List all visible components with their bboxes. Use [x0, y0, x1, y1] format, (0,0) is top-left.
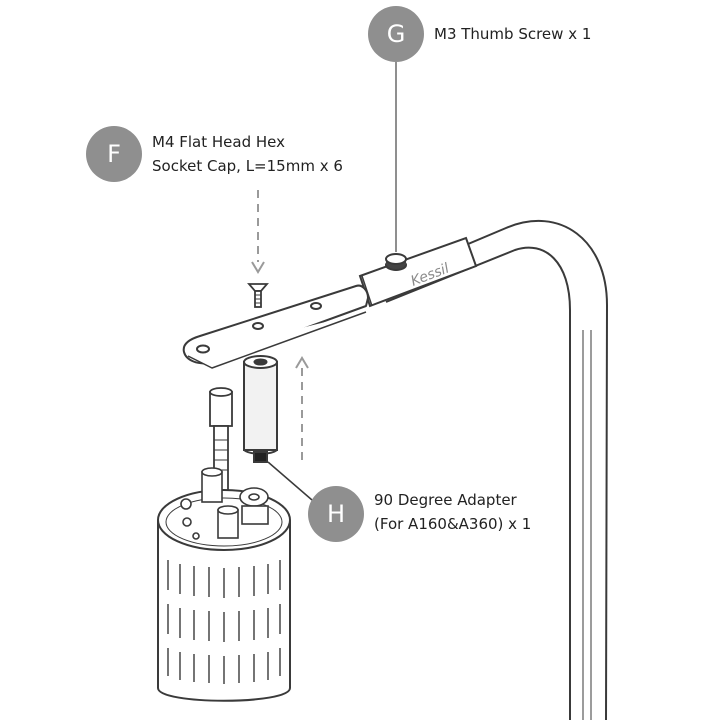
badge-letter-g: G: [386, 20, 406, 48]
arm-inner-edge: [385, 246, 571, 720]
callout-badge-f: F: [86, 126, 142, 182]
lamp-top-fittings: [180, 467, 269, 540]
callout-badge-g: G: [368, 6, 424, 62]
label-f-line2: Socket Cap, L=15mm x 6: [152, 157, 343, 175]
leader-line-h: [267, 461, 313, 501]
badge-letter-h: H: [326, 500, 346, 528]
lamp-body: [157, 467, 291, 702]
thumb-screw-part: [385, 253, 407, 271]
bracket-hole-1: [196, 344, 210, 354]
gooseneck-arm: [377, 219, 608, 720]
label-h-line1: 90 Degree Adapter: [374, 491, 517, 509]
callout-label-f: M4 Flat Head Hex Socket Cap, L=15mm x 6: [152, 130, 343, 178]
callout-label-h: 90 Degree Adapter (For A160&A360) x 1: [374, 488, 531, 536]
bracket-hole-3: [310, 302, 322, 310]
bracket-hole-2: [252, 322, 264, 330]
label-f-line1: M4 Flat Head Hex: [152, 133, 286, 151]
dashed-arrow-f: [251, 190, 265, 274]
adapter-part: [243, 355, 278, 463]
label-g-line1: M3 Thumb Screw x 1: [434, 25, 592, 43]
label-h-line2: (For A160&A360) x 1: [374, 515, 532, 533]
flat-head-screw-part: [247, 283, 269, 308]
callout-badge-h: H: [308, 486, 364, 542]
lamp-vent-slots: [167, 560, 281, 684]
badge-letter-f: F: [107, 140, 121, 168]
dashed-arrow-h: [295, 356, 309, 460]
mounting-bracket: [182, 284, 369, 369]
arm-outer-edge: [377, 219, 608, 720]
callout-label-g: M3 Thumb Screw x 1: [434, 22, 591, 46]
